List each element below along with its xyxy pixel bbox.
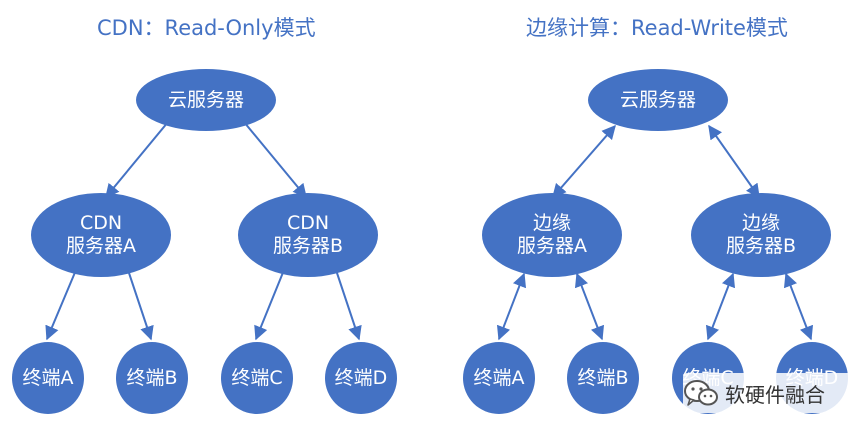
node-label: 云服务器 xyxy=(619,88,696,111)
cdn-server-b-node: CDN 服务器B xyxy=(238,193,378,277)
left-terminal-a-node: 终端A xyxy=(12,342,84,414)
node-label: 终端A xyxy=(22,366,74,389)
arrow-edge-b-terminal-d xyxy=(783,272,814,341)
node-label: 终端D xyxy=(334,366,388,389)
left-cloud-server-node: 云服务器 xyxy=(136,69,276,131)
node-label: 终端C xyxy=(231,366,283,389)
node-label-line1: 边缘 xyxy=(741,212,780,234)
arrow-cdn-b-to-terminal-c xyxy=(254,269,285,341)
arrow-cdn-a-to-terminal-a xyxy=(45,269,77,341)
node-label: 云服务器 xyxy=(167,88,244,111)
arrow-cloud-edge-b xyxy=(708,124,760,199)
cdn-server-a-node: CDN 服务器A xyxy=(31,193,171,277)
arrow-edge-a-terminal-a xyxy=(496,272,527,341)
node-label: 终端B xyxy=(577,366,629,389)
left-diagram-title: CDN：Read-Only模式 xyxy=(97,16,316,40)
edge-server-a-node: 边缘 服务器A xyxy=(482,193,622,277)
wechat-icon xyxy=(684,380,718,406)
arrow-cdn-a-to-terminal-b xyxy=(127,269,154,341)
arrow-edge-b-terminal-c xyxy=(705,272,736,341)
watermark: 软硬件融合 xyxy=(683,373,853,413)
left-terminal-d-node: 终端D xyxy=(325,342,397,414)
edge-server-b-node: 边缘 服务器B xyxy=(691,193,831,277)
node-label: 终端B xyxy=(126,366,178,389)
arrow-cloud-to-cdn-b xyxy=(243,121,307,199)
node-label-line2: 服务器B xyxy=(725,235,797,257)
node-label-line1: 边缘 xyxy=(532,212,571,234)
arrow-cloud-edge-a xyxy=(552,124,616,199)
arrow-cdn-b-to-terminal-d xyxy=(335,269,362,341)
right-terminal-a-node: 终端A xyxy=(463,342,535,414)
right-diagram-title: 边缘计算：Read-Write模式 xyxy=(526,16,788,40)
node-label-line2: 服务器A xyxy=(517,235,587,257)
node-label: 终端A xyxy=(473,366,525,389)
watermark-text: 软硬件融合 xyxy=(725,382,825,407)
node-label-line2: 服务器A xyxy=(66,235,136,257)
arrow-edge-a-terminal-b xyxy=(574,272,605,341)
arrow-cloud-to-cdn-a xyxy=(105,121,169,199)
node-label-line1: CDN xyxy=(79,212,123,234)
node-label-line2: 服务器B xyxy=(272,235,344,257)
right-cloud-server-node: 云服务器 xyxy=(588,69,728,131)
left-terminal-b-node: 终端B xyxy=(116,342,188,414)
left-terminal-c-node: 终端C xyxy=(221,342,293,414)
node-label-line1: CDN xyxy=(286,212,330,234)
right-terminal-b-node: 终端B xyxy=(567,342,639,414)
